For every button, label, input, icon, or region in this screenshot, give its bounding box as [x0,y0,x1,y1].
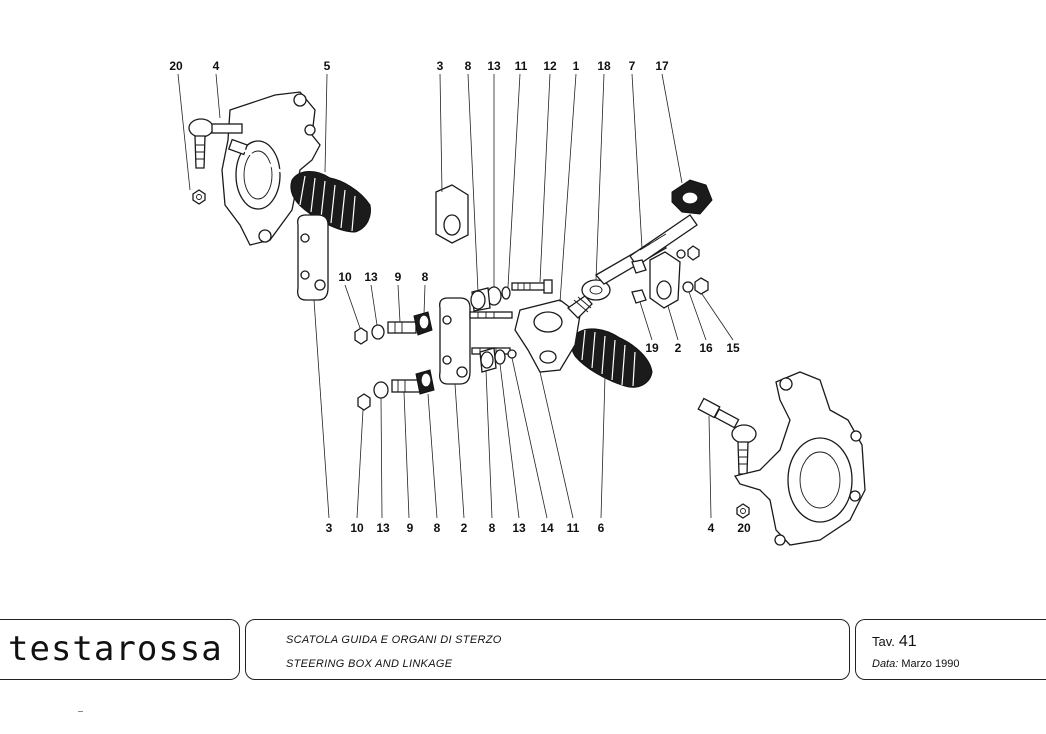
callout: 4 [213,59,220,73]
left-steering-knuckle [221,91,321,246]
callout: 2 [675,341,682,355]
callout: 13 [364,270,378,284]
callout: 8 [489,521,496,535]
callout: 11 [515,59,528,73]
washer-13-a [371,324,385,340]
nut-15 [694,277,709,295]
right-steering-knuckle [733,371,866,546]
steering-exploded-diagram: 20 4 5 3 8 13 11 12 1 18 7 17 10 13 9 8 … [169,59,866,546]
callout: 9 [407,521,414,535]
callout: 8 [465,59,472,73]
callout: 20 [737,521,751,535]
callout: 9 [395,270,402,284]
stray-mark [78,711,83,712]
bushing-8-a [413,311,433,336]
title-italian: SCATOLA GUIDA E ORGANI DI STERZO [286,634,502,646]
bolt-12 [511,279,553,294]
washer-11-top [501,286,511,300]
callout: 1 [573,59,580,73]
callout: 7 [629,59,636,73]
callout: 16 [699,341,713,355]
callout: 8 [434,521,441,535]
date-label: Data: [872,658,899,670]
nut-10-a [354,327,368,345]
callout: 13 [512,521,526,535]
callout: 6 [598,521,605,535]
left-nut-20 [192,189,206,205]
bushing-8-top [470,287,491,312]
washer-13-c [494,349,506,365]
date-line: Data: Marzo 1990 [872,658,959,670]
callout: 20 [169,59,183,73]
steering-box-housing-1 [514,295,593,373]
info-box: Tav.41 Data: Marzo 1990 [855,619,1046,680]
callout: 12 [543,59,557,73]
callouts-middle: 10 13 9 8 19 2 16 15 [338,270,740,355]
bolt-9-a [387,321,417,334]
left-tie-rod-end [188,118,249,169]
callout: 11 [567,521,580,535]
left-boot-5 [290,171,371,233]
callout: 4 [708,521,715,535]
bushing-8-c [479,347,497,373]
callout: 19 [645,341,659,355]
callouts-bottom: 3 10 13 9 8 2 8 13 14 11 6 4 20 [326,521,751,535]
tav-number: 41 [898,633,917,650]
callout: 15 [726,341,740,355]
model-logo: testarossa [8,629,223,669]
title-english: STEERING BOX AND LINKAGE [286,658,453,670]
plate-3-left [297,214,329,301]
leader-lines [177,73,734,519]
callout: 8 [422,270,429,284]
right-nut-20 [736,503,750,519]
studs-middle [469,311,513,355]
callout: 3 [326,521,333,535]
description-box: SCATOLA GUIDA E ORGANI DI STERZO STEERIN… [245,619,850,680]
clip-19 [631,289,647,304]
callout: 2 [461,521,468,535]
callout: 14 [540,521,554,535]
bushing-8-b [415,369,435,395]
clamp-2-right [649,251,681,309]
callouts-top: 20 4 5 3 8 13 11 12 1 18 7 17 [169,59,669,73]
washer-14 [507,349,517,359]
callout: 17 [655,59,669,73]
callout: 3 [437,59,444,73]
title-block: testarossa SCATOLA GUIDA E ORGANI DI STE… [0,619,1046,683]
clip-upper [631,259,647,274]
callout: 10 [350,521,364,535]
clamp-3-top [435,184,469,244]
washer-13-b [373,381,389,399]
callout: 10 [338,270,352,284]
logo-box: testarossa [0,619,240,680]
callout: 13 [487,59,501,73]
callout: 13 [376,521,390,535]
washer-16 [682,281,694,293]
table-number: Tav.41 [872,633,917,651]
nut-10-b [357,393,371,411]
tav-label: Tav. [872,634,895,649]
nuts-upper-right [676,245,700,261]
callout: 5 [324,59,331,73]
callout: 18 [597,59,611,73]
date-value: Marzo 1990 [901,658,960,670]
plate-2-middle [439,297,471,385]
right-boot-6 [570,328,653,388]
universal-joint-17 [671,179,713,215]
right-tie-rod-end [697,397,757,475]
